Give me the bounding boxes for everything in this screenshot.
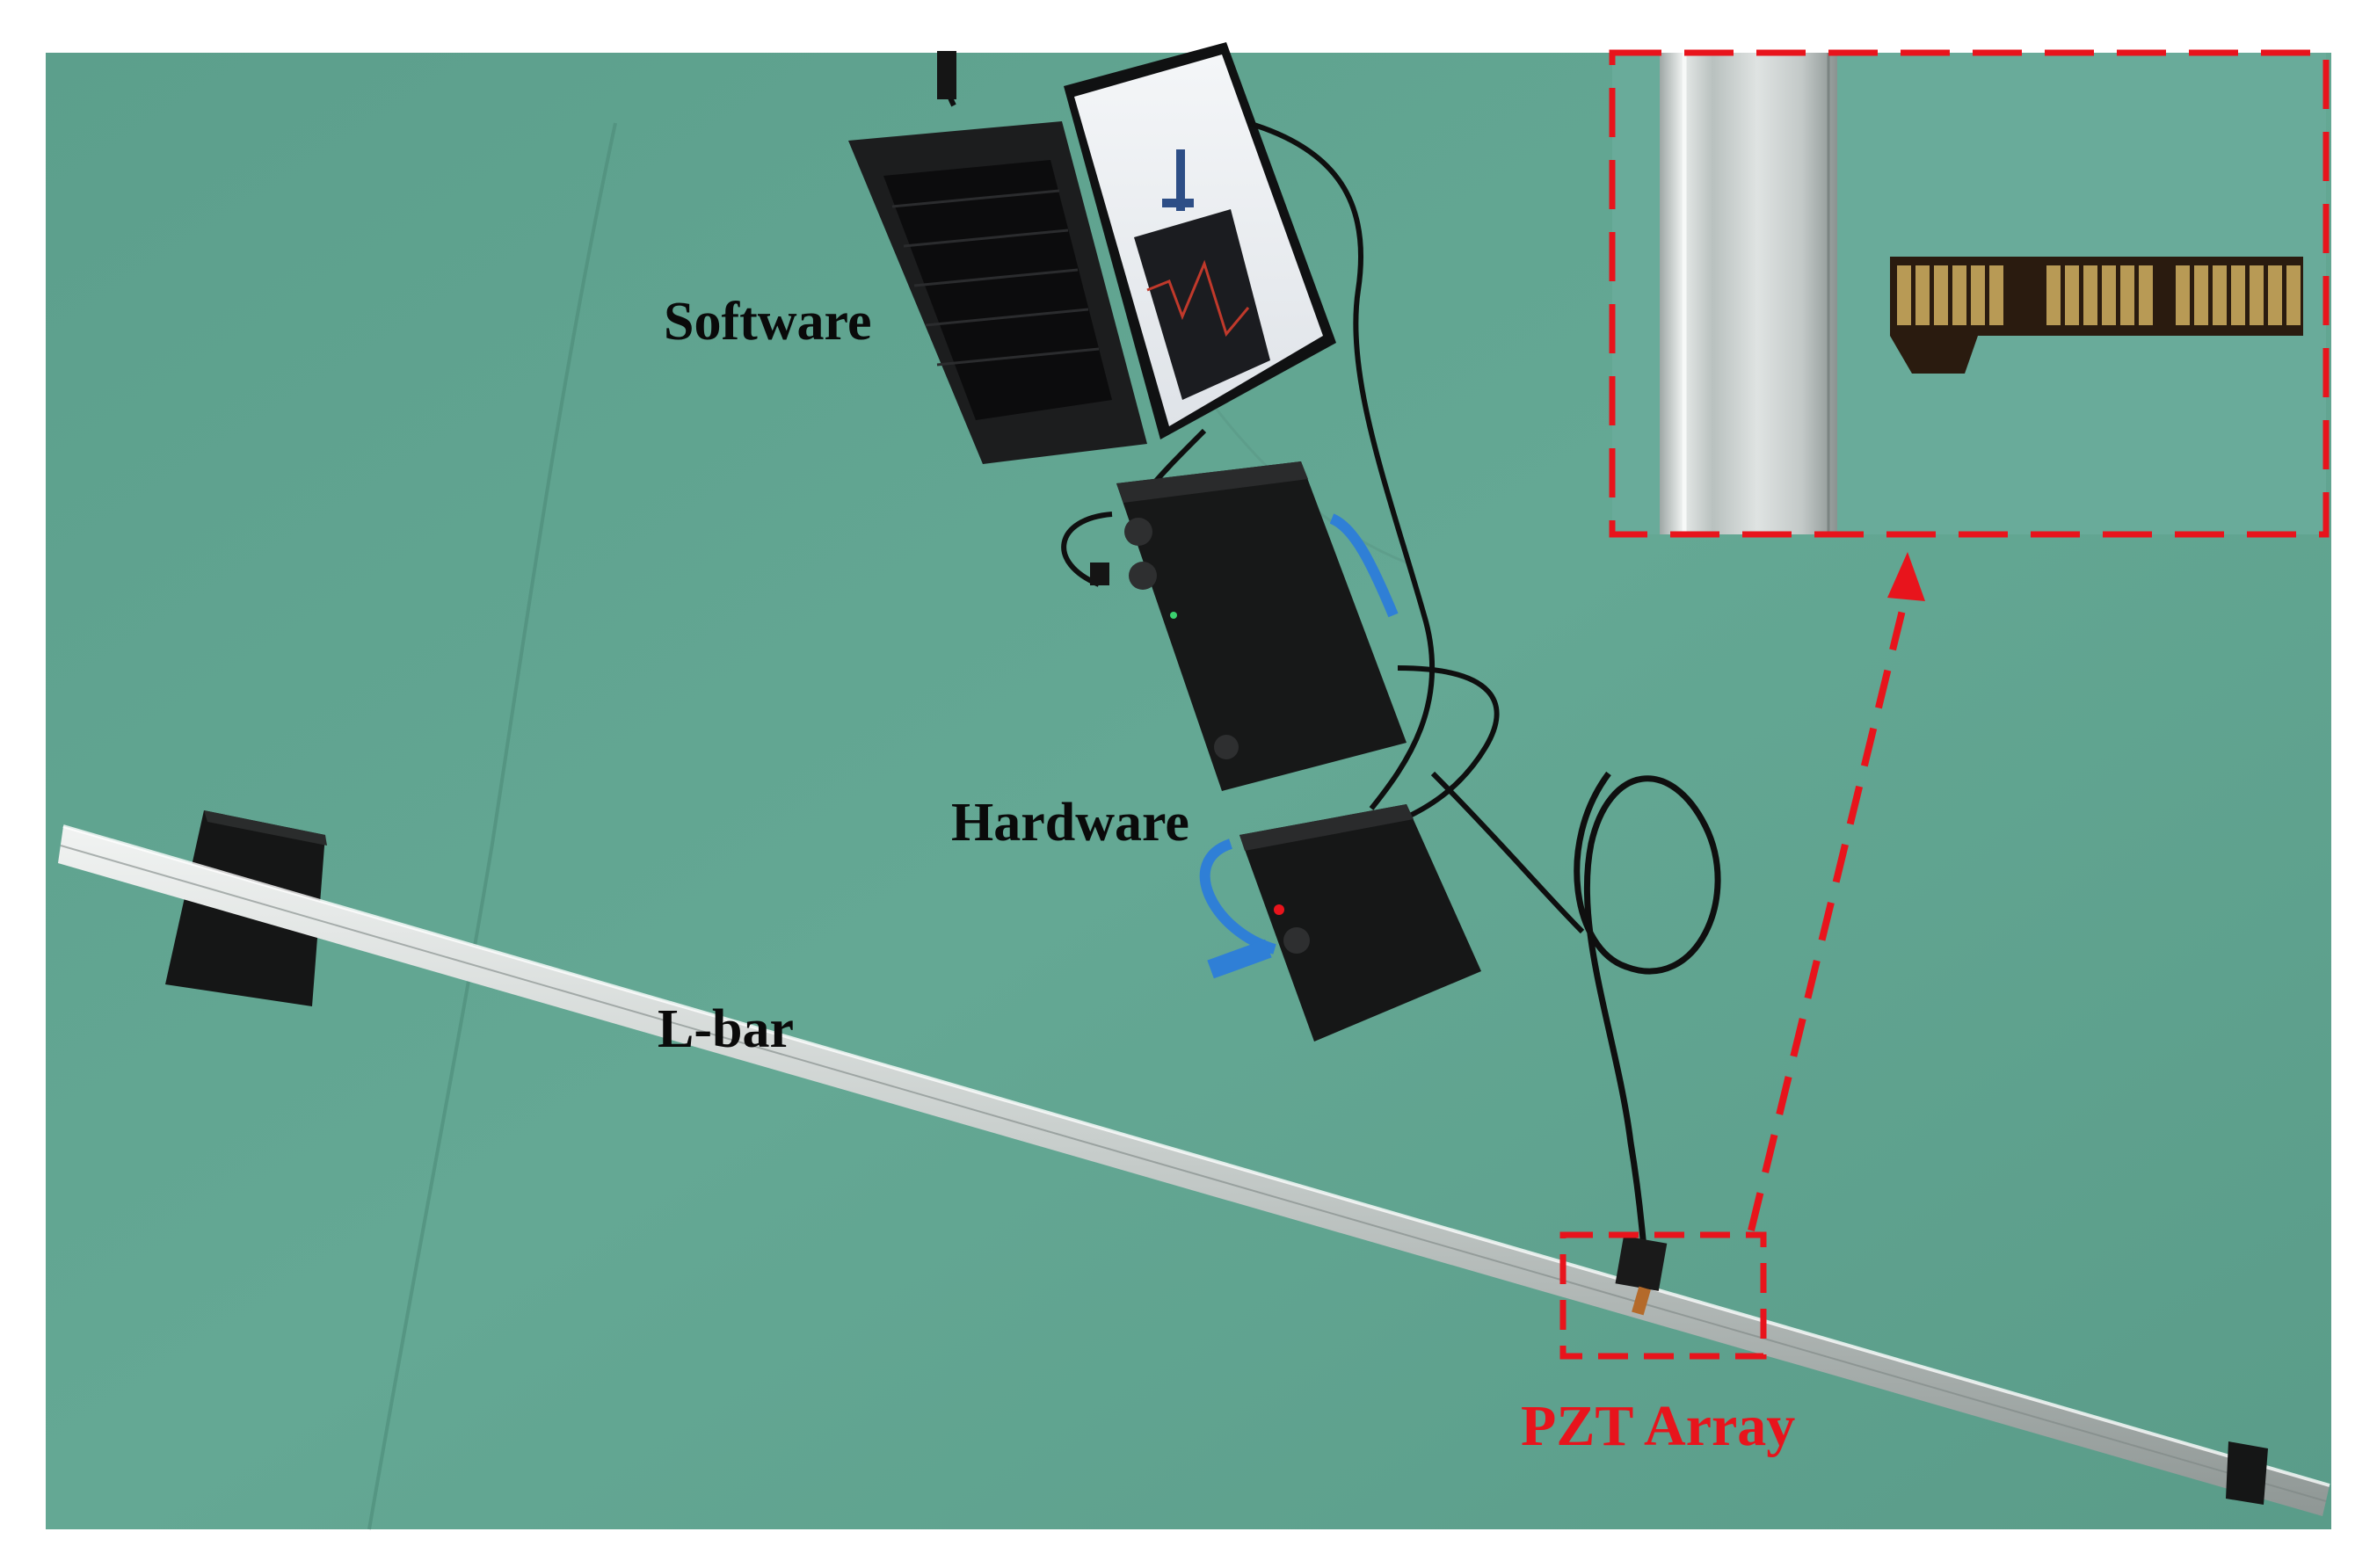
pzt-element <box>1915 265 1930 325</box>
l-bar-label: L-bar <box>658 999 794 1059</box>
pzt-element <box>1897 265 1911 325</box>
callout-arrow-head <box>1887 552 1925 601</box>
pzt-array-closeup <box>1890 257 2303 374</box>
pzt-element <box>2083 265 2097 325</box>
pzt-element <box>2046 265 2061 325</box>
inset-closeup <box>1612 53 2326 534</box>
hardware-label: Hardware <box>951 793 1189 853</box>
inset-border <box>1609 49 2330 538</box>
pzt-highlight-box <box>1559 1231 1767 1360</box>
laptop <box>848 42 1336 464</box>
pzt-element <box>1934 265 1948 325</box>
usb-cable <box>1247 120 1436 810</box>
pzt-element <box>2250 265 2264 325</box>
pzt-element <box>1989 265 2003 325</box>
hardware-box-upper <box>1061 461 1407 791</box>
pzt-element <box>2102 265 2116 325</box>
pzt-element <box>2139 265 2153 325</box>
hardware-box-lower <box>1199 804 1481 1042</box>
pzt-element <box>2194 265 2208 325</box>
pzt-element <box>2286 265 2301 325</box>
pzt-cable <box>1574 771 1721 1249</box>
pzt-element <box>1971 265 1985 325</box>
pzt-element <box>1952 265 1966 325</box>
pzt-element <box>2120 265 2134 325</box>
pzt-sensor-on-bar <box>1632 1286 1651 1316</box>
pzt-element <box>2065 265 2079 325</box>
l-bar <box>58 824 2330 1516</box>
software-label: Software <box>664 292 872 352</box>
pzt-element <box>2268 265 2282 325</box>
pzt-element <box>2231 265 2245 325</box>
blue-ethernet-cable <box>1329 513 1399 618</box>
right-support-block <box>2226 1441 2268 1505</box>
floor-crack <box>367 122 617 1530</box>
callout-arrow-line <box>1748 595 1909 1231</box>
pzt-array-label: PZT Array <box>1521 1394 1796 1458</box>
pzt-element <box>2176 265 2190 325</box>
pzt-element <box>2213 265 2227 325</box>
pzt-connector <box>1615 1236 1668 1291</box>
